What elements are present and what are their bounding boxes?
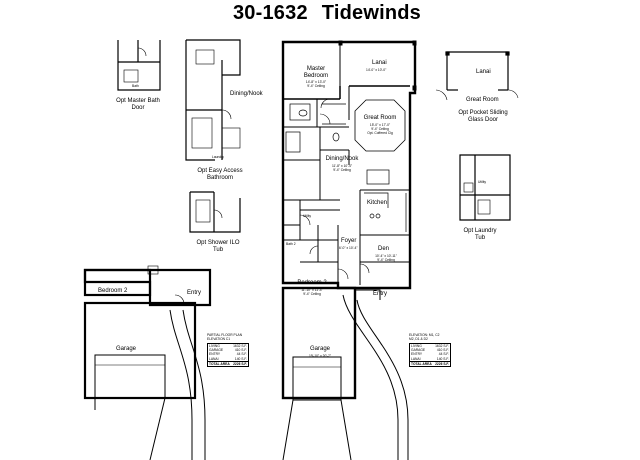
caption-opt-shower: Opt Shower ILO Tub <box>196 240 240 253</box>
label-bedroom2: Bedroom 2 <box>297 280 327 286</box>
kitchen-counters <box>364 169 407 232</box>
area-label: TOTAL AREA <box>209 361 230 366</box>
label-lanai: Lanai <box>372 60 387 66</box>
area-table-row: LIVING 1632 S.F. <box>410 344 450 348</box>
label-great-room: Great Room <box>363 115 397 121</box>
area-value: 44 S.F. <box>438 352 449 357</box>
area-table-row: GARAGE 410 S.F. <box>410 348 450 352</box>
area-label: LANAI <box>209 356 219 361</box>
area-label: LANAI <box>411 356 421 361</box>
area-value: 2226 S.F. <box>435 361 449 366</box>
area-label: ENTRY <box>411 352 423 357</box>
opt-pocket-door-drawing <box>435 51 519 101</box>
area-value: 2226 S.F. <box>233 361 247 366</box>
area-value: 1632 S.F. <box>233 344 247 348</box>
label-opt-dining-nook: Dining/Nook <box>230 91 263 97</box>
area-table-row: LANAI 140 S.F. <box>208 357 248 361</box>
label-lanai-dims: 14'-0" x 10'-0" <box>366 68 387 72</box>
area-value: 1632 S.F. <box>435 344 449 348</box>
main-plan-outline <box>281 40 417 290</box>
main-elevation-caption: ELEVATION: M1, C2 M2, D1 & D2 <box>409 333 440 341</box>
label-den-dims: 10'-4" x 10'-11" 9'-4" Ceiling <box>375 254 397 262</box>
partial-plan <box>83 265 212 460</box>
label-opt-great-room: Great Room <box>466 97 499 103</box>
partial-label-entry: Entry <box>187 290 202 296</box>
area-label: TOTAL AREA <box>411 361 432 366</box>
main-area-table: LIVING 1632 S.F. GARAGE 410 S.F. ENTRY 44 S.F… <box>409 343 451 368</box>
great-room-coffered-ceiling <box>354 99 406 152</box>
label-foyer: Foyer <box>341 238 357 244</box>
label-den: Den <box>378 246 390 252</box>
caption-opt-master-bath-door: Opt Master Bath Door <box>116 98 160 111</box>
plan-name: Tidewinds <box>321 2 422 24</box>
partial-area-table: LIVING 1632 S.F. GARAGE 410 S.F. ENTRY 44 S.F… <box>207 343 249 368</box>
label-kitchen: Kitchen <box>367 200 388 206</box>
label-garage-dims: 19'-10" x 20'-7" <box>308 354 332 358</box>
label-opt-lanai: Lanai <box>476 69 491 75</box>
label-opt-utility: Utility <box>478 180 487 184</box>
label-master-bedroom-dims: 14'-8" x 13'-0" 9'-4" Ceiling <box>305 80 327 88</box>
label-utility: Utility <box>303 214 312 218</box>
area-value: 410 S.F. <box>234 348 247 353</box>
area-value: 140 S.F. <box>234 356 247 361</box>
area-table-row: ENTRY 44 S.F. <box>410 352 450 356</box>
opt-easy-access-bath-drawing <box>185 39 241 161</box>
area-table-row: ENTRY 44 S.F. <box>208 352 248 356</box>
label-bath2: Bath 2 <box>286 242 296 246</box>
main-driveway <box>282 294 409 460</box>
opt-master-bath-door-drawing <box>117 40 161 91</box>
partial-label-garage: Garage <box>116 346 137 352</box>
area-table-row: GARAGE 410 S.F. <box>208 348 248 352</box>
plan-number: 30-1632 <box>232 2 308 24</box>
label-great-room-dims: 15'-0" x 17'-0" 9'-4" Ceiling Opt. Coffe… <box>367 123 393 135</box>
area-table-row: LIVING 1632 S.F. <box>208 344 248 348</box>
area-value: 140 S.F. <box>436 356 449 361</box>
label-entry: Entry <box>373 291 388 297</box>
label-opt-bath: Bath <box>132 84 139 88</box>
lanai-columns <box>338 40 417 91</box>
opt-shower-drawing <box>189 191 241 233</box>
label-bedroom2-dims: 11'-10" x 11'-4" 9'-4" Ceiling <box>301 288 323 296</box>
label-foyer-dims: 6'-0" x 10'-4" <box>339 246 358 250</box>
label-dining-nook-dims: 11'-8" x 10'-4" 9'-4" Ceiling <box>331 164 353 172</box>
label-dining-nook: Dining/Nook <box>325 156 359 162</box>
area-table-row: LANAI 140 S.F. <box>410 357 450 361</box>
label-garage: Garage <box>309 346 330 352</box>
label-master-bedroom: Master Bedroom <box>303 66 329 79</box>
partial-caption: PARTIAL FLOOR PLAN ELEVATION C1 <box>207 333 243 341</box>
main-garage <box>281 286 381 401</box>
area-label: GARAGE <box>209 348 224 353</box>
area-label: ENTRY <box>209 352 221 357</box>
partial-label-bedroom2: Bedroom 2 <box>98 288 128 294</box>
caption-opt-easy-access-bath: Opt Easy Access Bathroom <box>197 168 243 181</box>
opt-laundry-tub-drawing <box>459 154 511 221</box>
area-value: 44 S.F. <box>236 352 247 357</box>
area-label: GARAGE <box>411 348 426 353</box>
caption-opt-laundry-tub: Opt Laundry Tub <box>463 228 497 241</box>
plan-title: 30-1632 Tidewinds <box>0 2 640 25</box>
master-bath-fixtures <box>285 103 346 153</box>
main-plan-doors <box>299 98 370 280</box>
caption-opt-pocket-door: Opt Pocket Sliding Glass Door <box>458 110 508 123</box>
area-value: 410 S.F. <box>436 348 449 353</box>
label-opt-laundry: Laundry <box>212 155 224 159</box>
area-label: LIVING <box>209 344 220 348</box>
area-label: LIVING <box>411 344 422 348</box>
